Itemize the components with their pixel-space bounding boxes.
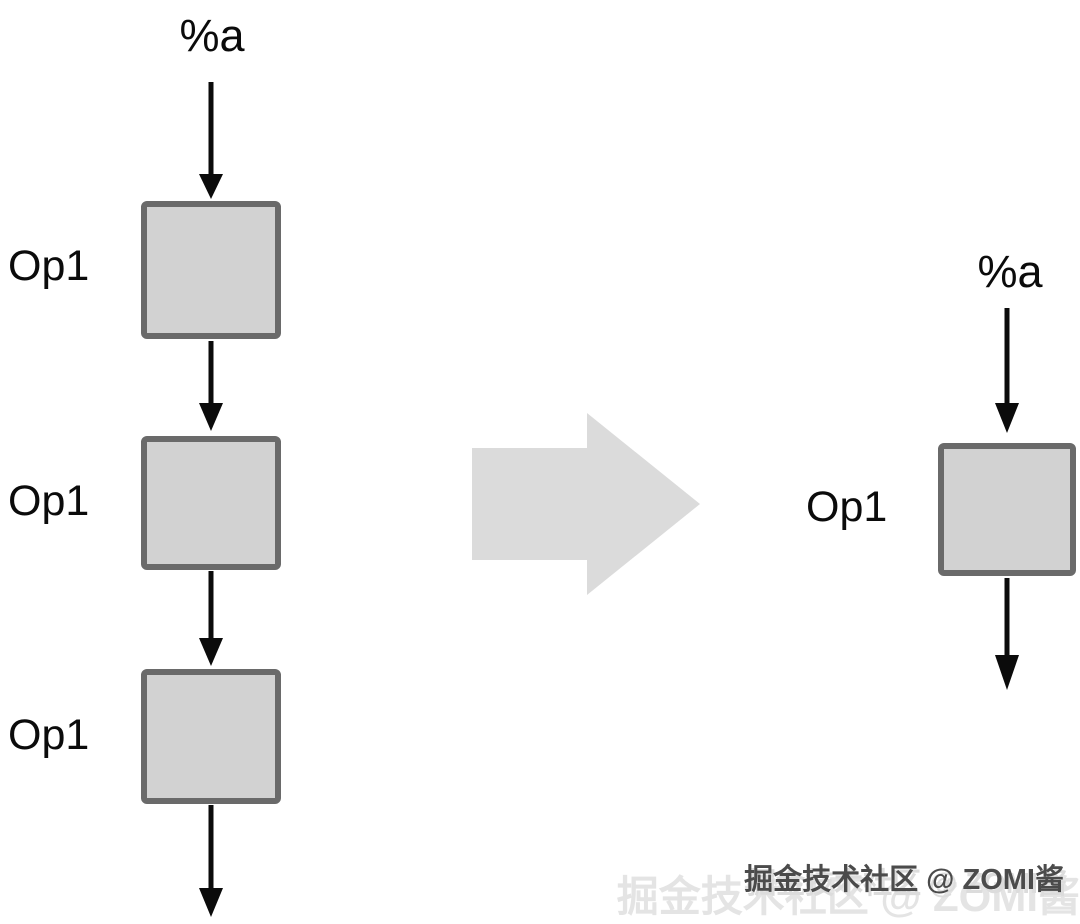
left-op-node-2-label: Op1 [8,477,90,525]
transform-right-arrow-icon [472,413,700,595]
left-edge-node1-node2-arrow [199,341,223,431]
right-op-node-1-label: Op1 [806,483,888,531]
right-output-edge-arrow [995,578,1019,690]
watermark-ghost-text: 掘金技术社区 @ ZOMI酱 [616,873,1080,920]
left-input-edge-arrow [199,82,223,199]
left-output-edge-arrow [199,805,223,917]
left-op-node-1-label: Op1 [8,242,90,290]
left-op-node-3-label: Op1 [8,711,90,759]
right-input-edge-arrow [995,308,1019,433]
right-input-variable-label: %a [977,246,1043,297]
left-op-node-3 [141,669,281,804]
left-input-variable-label: %a [179,10,245,61]
right-op-node-1 [938,443,1076,576]
watermark-text: 掘金技术社区 @ ZOMI酱 [744,864,1064,896]
left-edge-node2-node3-arrow [199,571,223,666]
left-op-node-1 [141,201,281,339]
left-op-node-2 [141,436,281,570]
